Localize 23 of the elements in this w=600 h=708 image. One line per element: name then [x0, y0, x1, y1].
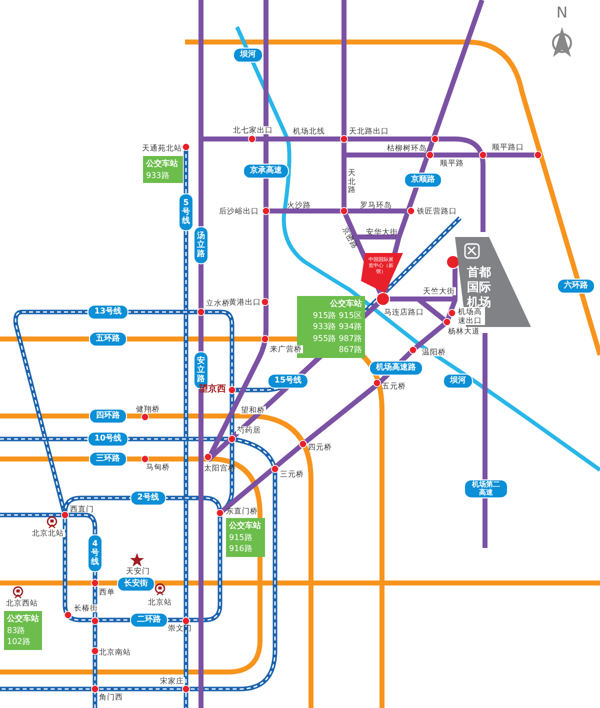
- road-badge: 京顺路: [404, 172, 442, 188]
- airport-name: 首都国际机场: [467, 265, 492, 309]
- bus-stop-box: 公交车站 933路: [143, 156, 183, 184]
- bus-stop-box: 公交车站 915路 916路: [226, 518, 265, 557]
- road-badge: 六环路: [557, 278, 595, 294]
- road-badge: 10号线: [87, 432, 129, 446]
- road-badge: 2号线: [130, 490, 166, 506]
- road-badge: 二环路: [130, 612, 168, 628]
- road-badge: 坝河: [233, 48, 263, 62]
- bus-stop-box: 公交车站 83路 102路: [4, 611, 42, 650]
- road-badge: 三环路: [89, 452, 127, 466]
- road-badge: 15号线: [267, 374, 309, 388]
- road-badge: 机场高速路: [369, 360, 423, 376]
- road-badge: 四环路: [89, 408, 127, 424]
- road-badge: 长安街: [117, 576, 155, 592]
- road-badge: 五环路: [89, 332, 127, 346]
- road-badge: 坝河: [443, 374, 473, 388]
- road-badge: 汤立路: [194, 226, 208, 264]
- road-badge: 5号线: [178, 193, 194, 231]
- north-label: N: [556, 6, 568, 20]
- road-badge: 京承高速: [243, 164, 289, 178]
- road-badge: 13号线: [87, 304, 129, 320]
- road-badge: 4号线: [88, 534, 102, 572]
